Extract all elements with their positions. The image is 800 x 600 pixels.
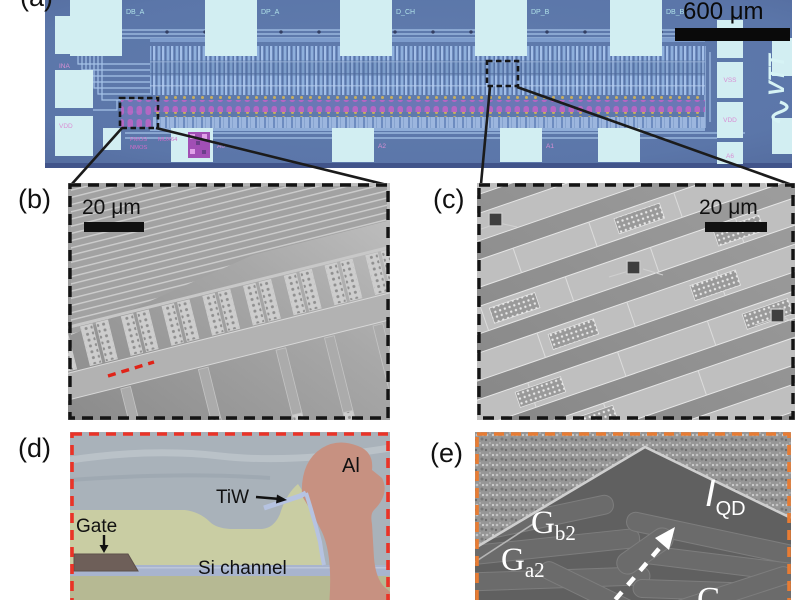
panel-d-border — [70, 432, 390, 600]
granular-top-region — [475, 432, 791, 548]
bright-edge-line — [475, 445, 791, 550]
hatched-wiring-area — [71, 186, 387, 335]
current-label-base: I — [705, 473, 716, 515]
panel-b-label: (b) — [18, 184, 51, 214]
pad-label-dpb: DP_B — [531, 9, 550, 16]
pad-label-dba: DB_A — [126, 9, 145, 16]
gate-label: Gate — [76, 516, 117, 537]
panel-a-label: (a) — [20, 0, 53, 13]
text-pmos: PMOS — [130, 137, 147, 143]
svg-text:Ga2: Ga2 — [501, 542, 545, 582]
stripe-array — [477, 183, 795, 420]
tiw-label: TiW — [216, 487, 249, 508]
scale-bar-c — [705, 222, 767, 232]
svg-text:IQD: IQD — [705, 473, 746, 520]
tiw-annotation: TiW — [216, 487, 287, 508]
gate-annotation: Gate — [76, 516, 117, 553]
svg-text:Gb2: Gb2 — [531, 505, 576, 545]
tiw-layer — [263, 490, 308, 511]
text-mux64: MUX64 — [158, 137, 178, 143]
qr-code-mark — [188, 132, 210, 158]
gate-labels: Gb2 Ga2 IQD G — [501, 473, 746, 600]
tiw-arrow — [276, 494, 287, 504]
current-arrowhead — [655, 527, 675, 550]
panel-c-border — [477, 183, 795, 420]
scale-label-c: 20 μm — [699, 196, 758, 219]
si-channel-layer — [70, 565, 390, 576]
vtt-logo-text: VTT — [764, 53, 789, 96]
pad-label-a2: A2 — [378, 143, 386, 150]
pad-label-vdd-left: VDD — [59, 123, 73, 130]
oxide-colored-layer — [70, 484, 322, 565]
top-pad-labels: DB_A DP_A D_CH DP_B DB_B — [126, 9, 685, 16]
zoom-box-b — [118, 96, 160, 130]
panel-c-sem-micrograph: 20 μm — [477, 183, 795, 420]
scale-bar-b — [84, 222, 144, 232]
panel-a-chip-micrograph: DB_A DP_A D_CH DP_B DB_B INA VDD NC VSS … — [45, 0, 792, 168]
zoom-box-c — [485, 59, 520, 88]
panel-e-graphic: Gb2 Ga2 IQD G — [475, 432, 791, 600]
partial-gate-label: G — [697, 581, 722, 600]
chip-bottom-edge — [45, 163, 792, 168]
panel-c-graphic: 20 μm — [477, 183, 795, 420]
scale-bar-a — [675, 28, 790, 41]
panel-d-cross-section: Gate TiW Al Si channel — [70, 432, 390, 600]
text-nmos: NMOS — [130, 145, 148, 151]
gate-arrow — [99, 545, 109, 553]
panel-e-qd-sem: Gb2 Ga2 IQD G — [475, 432, 791, 600]
gate-a2-base: G — [501, 542, 525, 578]
panel-b-graphic: 20 μm — [68, 183, 390, 420]
scale-label-b: 20 μm — [82, 196, 141, 219]
panel-e-border — [475, 432, 791, 600]
panel-a-graphic: DB_A DP_A D_CH DP_B DB_B INA VDD NC VSS … — [45, 0, 792, 168]
gate-electrode — [73, 553, 139, 572]
si-channel-label: Si channel — [198, 558, 287, 579]
gate-a2-sub: a2 — [525, 558, 545, 582]
pad-label-dbb: DB_B — [666, 9, 685, 16]
panel-d-graphic: Gate TiW Al Si channel — [70, 432, 390, 600]
aluminum-label: Al — [342, 455, 360, 477]
panel-b-border — [68, 183, 390, 420]
pad-label-vdd-right: VDD — [723, 117, 737, 124]
pad-label-dpa: DP_A — [261, 9, 280, 16]
panel-e-label: (e) — [430, 438, 463, 468]
panel-b-sem-micrograph: 20 μm — [68, 183, 390, 420]
pad-label-a1: A1 — [546, 143, 554, 150]
panel-d-label: (d) — [18, 433, 51, 463]
aluminum-region — [301, 442, 390, 600]
gate-b2-base: G — [531, 505, 555, 541]
gate-b2-sub: b2 — [555, 521, 576, 545]
panel-c-label: (c) — [433, 184, 465, 214]
pad-label-a0: A0 — [217, 143, 225, 150]
pad-label-vss: VSS — [723, 77, 737, 84]
lower-gate-stubs — [120, 323, 390, 420]
finger-band — [68, 234, 390, 420]
pad-label-a6: A6 — [726, 153, 734, 160]
pad-label-ina: INA — [59, 63, 71, 70]
current-arrow — [612, 527, 675, 600]
current-label-sub: QD — [716, 498, 746, 520]
pad-label-dch: D_CH — [396, 9, 415, 16]
scale-label-a: 600 μm — [683, 0, 764, 25]
